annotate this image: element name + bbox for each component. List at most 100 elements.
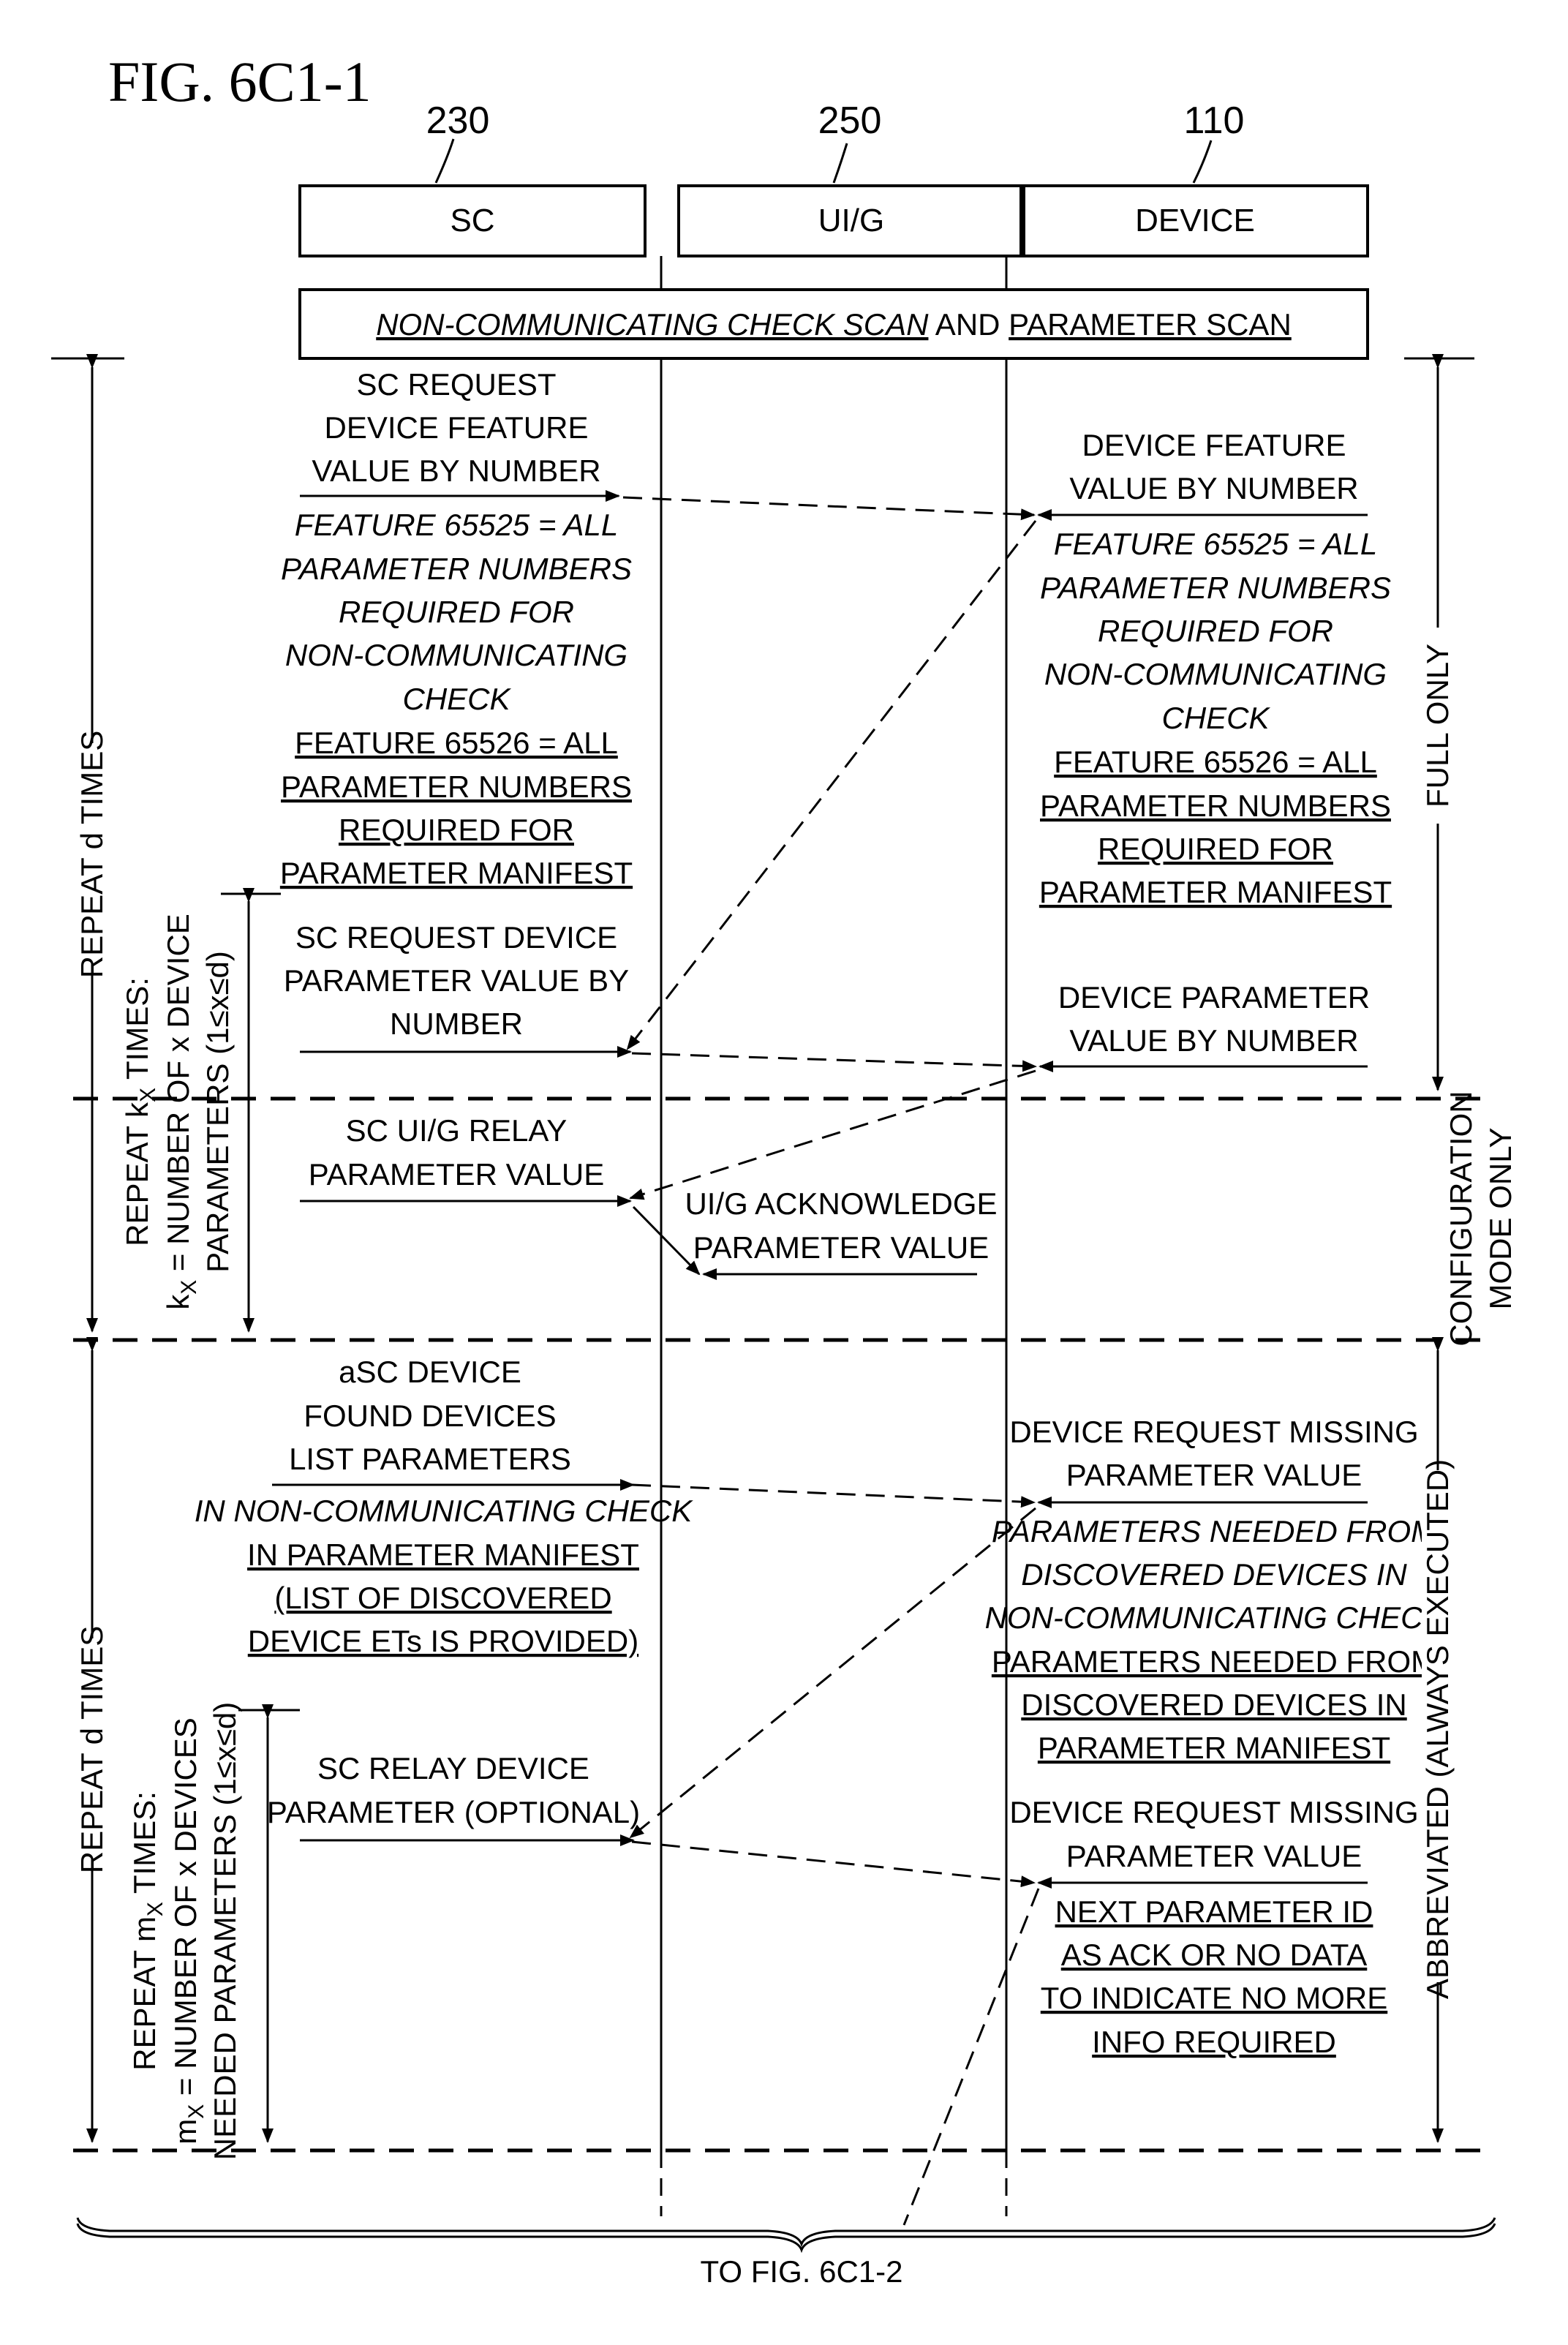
- svg-text:NEXT PARAMETER ID: NEXT PARAMETER ID: [1055, 1894, 1373, 1929]
- figure-title: FIG. 6C1-1: [108, 50, 372, 113]
- svg-text:SC RELAY DEVICE: SC RELAY DEVICE: [317, 1751, 589, 1785]
- scan-banner: NON-COMMUNICATING CHECK SCAN AND PARAMET…: [300, 290, 1368, 358]
- asc-note-noncomm: IN NON-COMMUNICATING CHECK: [195, 1494, 694, 1528]
- lane-ref-uig: 250: [818, 99, 882, 142]
- svg-text:DEVICE REQUEST MISSING: DEVICE REQUEST MISSING: [1009, 1795, 1418, 1829]
- svg-text:DISCOVERED DEVICES IN: DISCOVERED DEVICES IN: [1021, 1557, 1407, 1592]
- svg-text:REQUIRED FOR: REQUIRED FOR: [339, 595, 574, 629]
- lane-header-sc: SC: [300, 186, 645, 256]
- msg-sc-relay: SC UI/G RELAY PARAMETER VALUE: [309, 1113, 605, 1192]
- msg-device-param: DEVICE PARAMETER VALUE BY NUMBER: [1058, 980, 1370, 1058]
- svg-text:PARAMETERS NEEDED FROM: PARAMETERS NEEDED FROM: [992, 1514, 1436, 1548]
- svg-text:PARAMETER (OPTIONAL): PARAMETER (OPTIONAL): [267, 1795, 640, 1829]
- device-feature-notes-manifest: FEATURE 65526 = ALL PARAMETER NUMBERS RE…: [1039, 745, 1392, 909]
- svg-text:NEEDED PARAMETERS (1≤x≤d): NEEDED PARAMETERS (1≤x≤d): [208, 1702, 242, 2160]
- svg-text:TO INDICATE NO MORE: TO INDICATE NO MORE: [1041, 1981, 1387, 2015]
- svg-text:DEVICE FEATURE: DEVICE FEATURE: [1082, 428, 1346, 462]
- msg-device-missing-2: DEVICE REQUEST MISSING PARAMETER VALUE: [1009, 1795, 1418, 1873]
- svg-text:FEATURE 65526 = ALL: FEATURE 65526 = ALL: [1054, 745, 1377, 779]
- label-abbreviated: ABBREVIATED (ALWAYS EXECUTED): [1420, 1459, 1455, 1999]
- svg-text:FEATURE 65526 = ALL: FEATURE 65526 = ALL: [295, 726, 618, 760]
- msg-device-missing-1: DEVICE REQUEST MISSING PARAMETER VALUE: [1009, 1415, 1418, 1492]
- svg-text:AS ACK OR NO DATA: AS ACK OR NO DATA: [1061, 1938, 1368, 1972]
- svg-text:UI/G: UI/G: [818, 203, 884, 238]
- lane-ref-sc: 230: [426, 99, 490, 142]
- label-repeat-d-top: REPEAT d TIMES: [75, 731, 109, 978]
- svg-text:SC UI/G RELAY: SC UI/G RELAY: [346, 1113, 568, 1148]
- svg-text:NON-COMMUNICATING: NON-COMMUNICATING: [285, 638, 627, 672]
- svg-text:CHECK: CHECK: [1161, 701, 1270, 735]
- svg-text:kX = NUMBER OF x DEVICE: kX = NUMBER OF x DEVICE: [161, 914, 201, 1310]
- svg-text:INFO REQUIRED: INFO REQUIRED: [1092, 2025, 1336, 2059]
- svg-text:CHECK: CHECK: [402, 682, 511, 716]
- msg-uig-ack: UI/G ACKNOWLEDGE PARAMETER VALUE: [685, 1186, 997, 1265]
- label-repeat-k: REPEAT kX TIMES: kX = NUMBER OF x DEVICE…: [120, 914, 235, 1310]
- svg-text:PARAMETER VALUE: PARAMETER VALUE: [693, 1230, 990, 1265]
- asc-notes-manifest: IN PARAMETER MANIFEST (LIST OF DISCOVERE…: [247, 1537, 639, 1658]
- svg-text:DEVICE ETs IS PROVIDED): DEVICE ETs IS PROVIDED): [248, 1624, 638, 1658]
- svg-text:PARAMETERS NEEDED FROM: PARAMETERS NEEDED FROM: [992, 1644, 1436, 1679]
- label-full-only: FULL ONLY: [1420, 644, 1455, 808]
- device-missing-notes-noncomm: PARAMETERS NEEDED FROM DISCOVERED DEVICE…: [985, 1514, 1445, 1635]
- svg-text:FEATURE 65525 = ALL: FEATURE 65525 = ALL: [295, 508, 618, 542]
- svg-text:PARAMETER VALUE: PARAMETER VALUE: [309, 1157, 605, 1192]
- svg-text:PARAMETER NUMBERS: PARAMETER NUMBERS: [281, 769, 632, 804]
- svg-text:IN PARAMETER MANIFEST: IN PARAMETER MANIFEST: [247, 1537, 639, 1572]
- svg-text:PARAMETER MANIFEST: PARAMETER MANIFEST: [280, 856, 633, 890]
- svg-text:PARAMETER MANIFEST: PARAMETER MANIFEST: [1039, 875, 1392, 909]
- svg-text:REPEAT kX TIMES:: REPEAT kX TIMES:: [120, 977, 160, 1246]
- svg-text:PARAMETERS (1≤x≤d): PARAMETERS (1≤x≤d): [200, 951, 235, 1273]
- svg-text:FOUND DEVICES: FOUND DEVICES: [304, 1399, 556, 1433]
- continuation-brace: [78, 2218, 1495, 2250]
- svg-text:REQUIRED FOR: REQUIRED FOR: [1098, 614, 1333, 648]
- msg-device-feature: DEVICE FEATURE VALUE BY NUMBER: [1069, 428, 1358, 505]
- device-feature-notes: FEATURE 65525 = ALL PARAMETER NUMBERS RE…: [1040, 527, 1391, 735]
- device-missing-2-notes: NEXT PARAMETER ID AS ACK OR NO DATA TO I…: [1041, 1894, 1387, 2059]
- msg-sc-relay-device: SC RELAY DEVICE PARAMETER (OPTIONAL): [267, 1751, 640, 1829]
- svg-text:DEVICE PARAMETER: DEVICE PARAMETER: [1058, 980, 1370, 1015]
- svg-text:VALUE BY NUMBER: VALUE BY NUMBER: [1069, 471, 1358, 505]
- svg-text:PARAMETER NUMBERS: PARAMETER NUMBERS: [1040, 788, 1391, 823]
- device-missing-notes-manifest: PARAMETERS NEEDED FROM DISCOVERED DEVICE…: [992, 1644, 1436, 1765]
- bracket-repeat-m: [238, 1710, 300, 2142]
- svg-text:PARAMETER MANIFEST: PARAMETER MANIFEST: [1038, 1731, 1390, 1765]
- svg-text:LIST PARAMETERS: LIST PARAMETERS: [289, 1442, 571, 1476]
- svg-text:DEVICE REQUEST MISSING: DEVICE REQUEST MISSING: [1009, 1415, 1418, 1449]
- svg-text:MODE ONLY: MODE ONLY: [1483, 1128, 1518, 1310]
- lane-header-device: DEVICE: [1021, 186, 1368, 256]
- lane-header-uig: UI/G: [679, 186, 1024, 256]
- msg-sc-request-param: SC REQUEST DEVICE PARAMETER VALUE BY NUM…: [284, 920, 629, 1041]
- svg-text:SC REQUEST DEVICE: SC REQUEST DEVICE: [295, 920, 617, 955]
- svg-text:NUMBER: NUMBER: [390, 1006, 523, 1041]
- svg-text:REQUIRED FOR: REQUIRED FOR: [339, 813, 574, 847]
- continuation-label: TO FIG. 6C1-2: [701, 2254, 903, 2289]
- svg-text:DISCOVERED DEVICES IN: DISCOVERED DEVICES IN: [1021, 1687, 1406, 1722]
- svg-text:VALUE BY NUMBER: VALUE BY NUMBER: [1069, 1023, 1358, 1058]
- svg-text:PARAMETER VALUE: PARAMETER VALUE: [1066, 1839, 1362, 1873]
- dashed-flow-arrows: [623, 497, 1039, 2225]
- svg-text:VALUE BY NUMBER: VALUE BY NUMBER: [312, 453, 600, 488]
- svg-text:UI/G ACKNOWLEDGE: UI/G ACKNOWLEDGE: [685, 1186, 997, 1221]
- svg-text:CONFIGURATION: CONFIGURATION: [1444, 1091, 1478, 1346]
- msg-sc-request-feature: SC REQUEST DEVICE FEATURE VALUE BY NUMBE…: [312, 367, 600, 488]
- svg-text:PARAMETER NUMBERS: PARAMETER NUMBERS: [281, 552, 632, 586]
- svg-text:REPEAT mX TIMES:: REPEAT mX TIMES:: [127, 1791, 167, 2071]
- svg-text:REQUIRED FOR: REQUIRED FOR: [1098, 832, 1333, 866]
- svg-text:NON-COMMUNICATING CHECK SCAN A: NON-COMMUNICATING CHECK SCAN AND PARAMET…: [376, 307, 1292, 342]
- svg-text:PARAMETER NUMBERS: PARAMETER NUMBERS: [1040, 571, 1391, 605]
- lane-ref-device: 110: [1184, 99, 1245, 142]
- label-repeat-m: REPEAT mX TIMES: mX = NUMBER OF x DEVICE…: [127, 1702, 242, 2160]
- svg-text:SC: SC: [450, 203, 494, 238]
- svg-text:PARAMETER VALUE BY: PARAMETER VALUE BY: [284, 963, 629, 998]
- label-configuration-mode: CONFIGURATION MODE ONLY: [1444, 1091, 1518, 1346]
- svg-text:DEVICE: DEVICE: [1135, 203, 1255, 238]
- svg-text:FEATURE 65525 = ALL: FEATURE 65525 = ALL: [1054, 527, 1377, 561]
- svg-text:NON-COMMUNICATING CHECK: NON-COMMUNICATING CHECK: [985, 1600, 1445, 1635]
- svg-text:PARAMETER VALUE: PARAMETER VALUE: [1066, 1458, 1362, 1492]
- svg-text:DEVICE FEATURE: DEVICE FEATURE: [325, 410, 589, 445]
- svg-text:NON-COMMUNICATING: NON-COMMUNICATING: [1044, 657, 1387, 691]
- label-repeat-d-bottom: REPEAT d TIMES: [75, 1626, 109, 1873]
- svg-text:aSC DEVICE: aSC DEVICE: [339, 1355, 521, 1389]
- sc-feature-notes-manifest: FEATURE 65526 = ALL PARAMETER NUMBERS RE…: [280, 726, 633, 890]
